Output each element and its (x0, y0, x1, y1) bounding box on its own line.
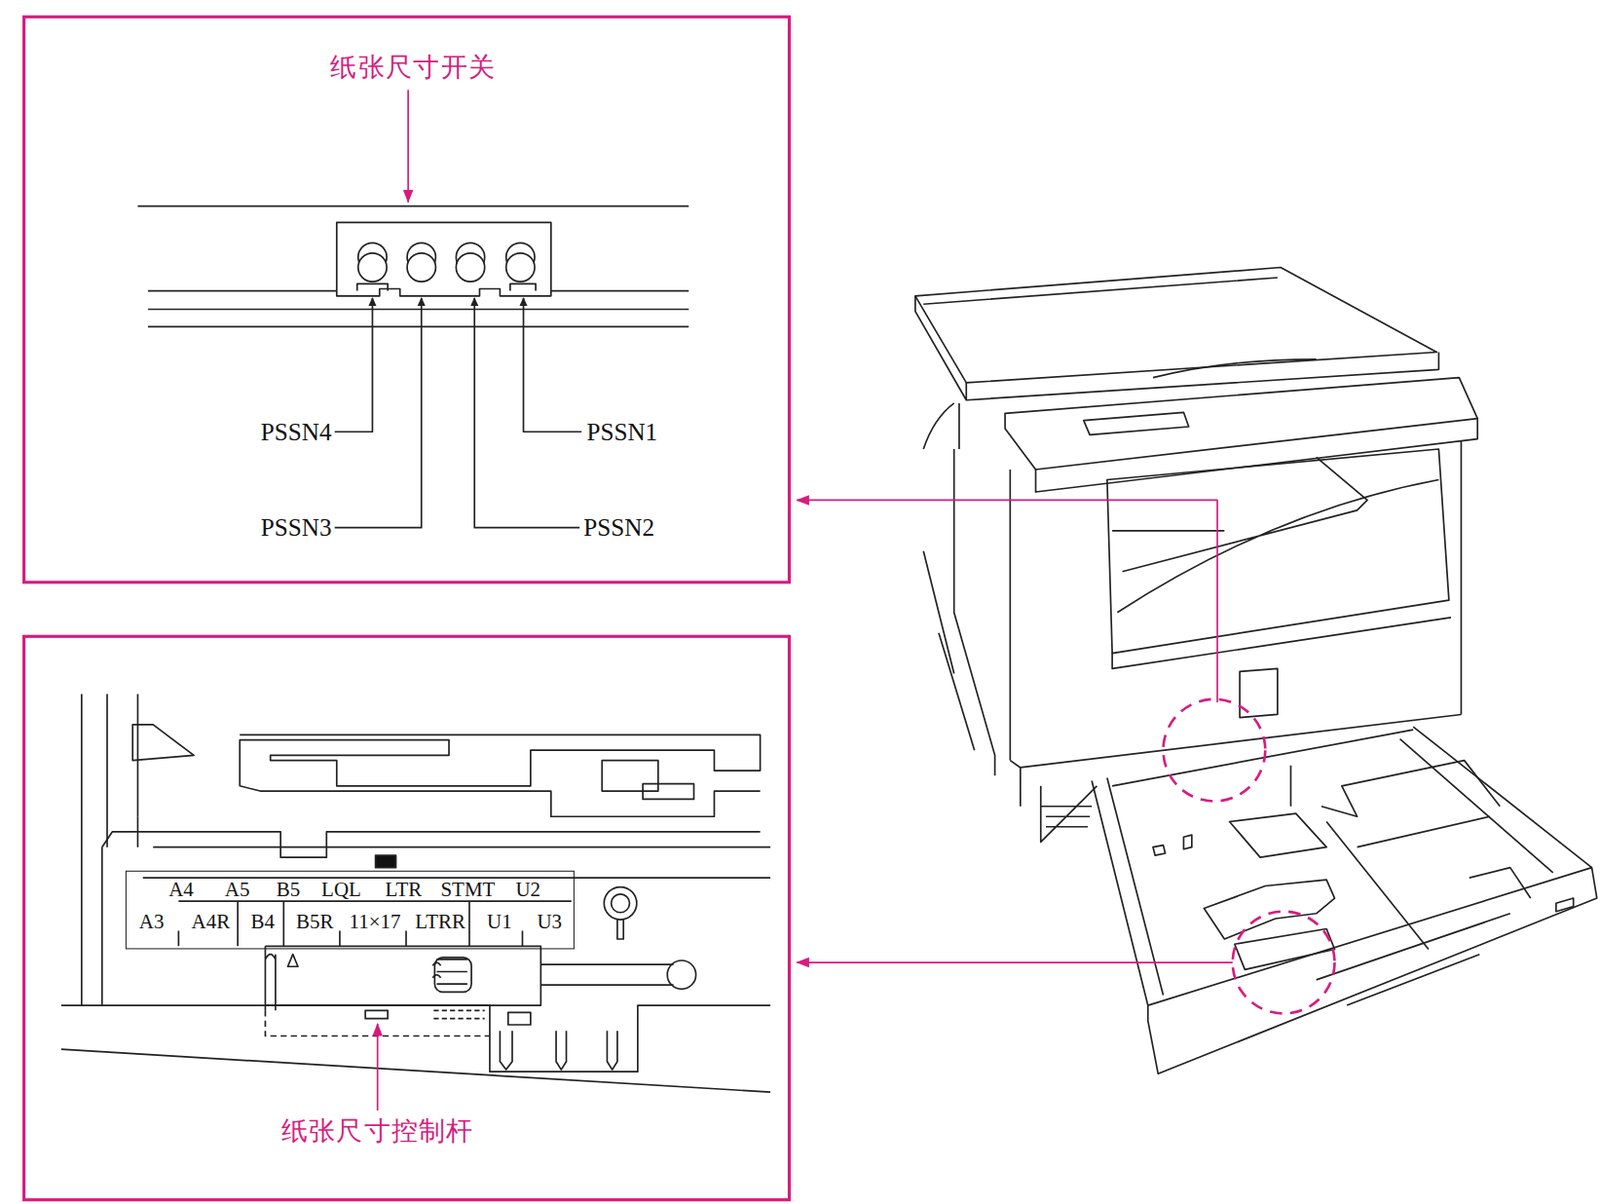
signal-name: PSSN4 (260, 419, 333, 445)
signal-name: PSSN3 (260, 515, 333, 540)
scale-mark: B4 (251, 910, 275, 931)
callout-panel: 纸张尺寸控制杆 A4 A5 B5 LQL LTR STMT U2A3 A4R B4 B5R 11×17… (22, 634, 791, 1202)
scale-mark: U2 (515, 878, 541, 899)
callout-panel: 纸张尺寸开关 PSSN4 PSSN1PSSN3 PSSN2 (22, 15, 791, 585)
signal-name: PSSN2 (583, 515, 655, 540)
scale-mark: B5 (276, 878, 300, 899)
size-scale-plate: A4 A5 B5 LQL LTR STMT U2A3 A4R B4 B5R 11×17 LTRR U1 U… (125, 870, 575, 950)
scale-mark: U1 (486, 910, 513, 931)
callout-title: 纸张尺寸开关 (330, 52, 496, 79)
scale-mark: LTRR (414, 910, 466, 931)
scale-mark: STMT (440, 878, 495, 899)
scale-mark: 11×17 (349, 910, 402, 931)
scale-mark: A3 (139, 910, 165, 931)
scale-mark: LTR (385, 878, 423, 899)
scale-mark: B5R (296, 910, 334, 931)
scale-mark: U3 (536, 910, 562, 931)
callout-title: 纸张尺寸控制杆 (281, 1116, 475, 1144)
scale-mark: A5 (224, 878, 251, 899)
scale-mark: A4 (168, 878, 194, 899)
scale-mark: LQL (321, 878, 362, 899)
signal-name: PSSN1 (586, 419, 658, 445)
scale-mark: A4R (191, 910, 231, 931)
